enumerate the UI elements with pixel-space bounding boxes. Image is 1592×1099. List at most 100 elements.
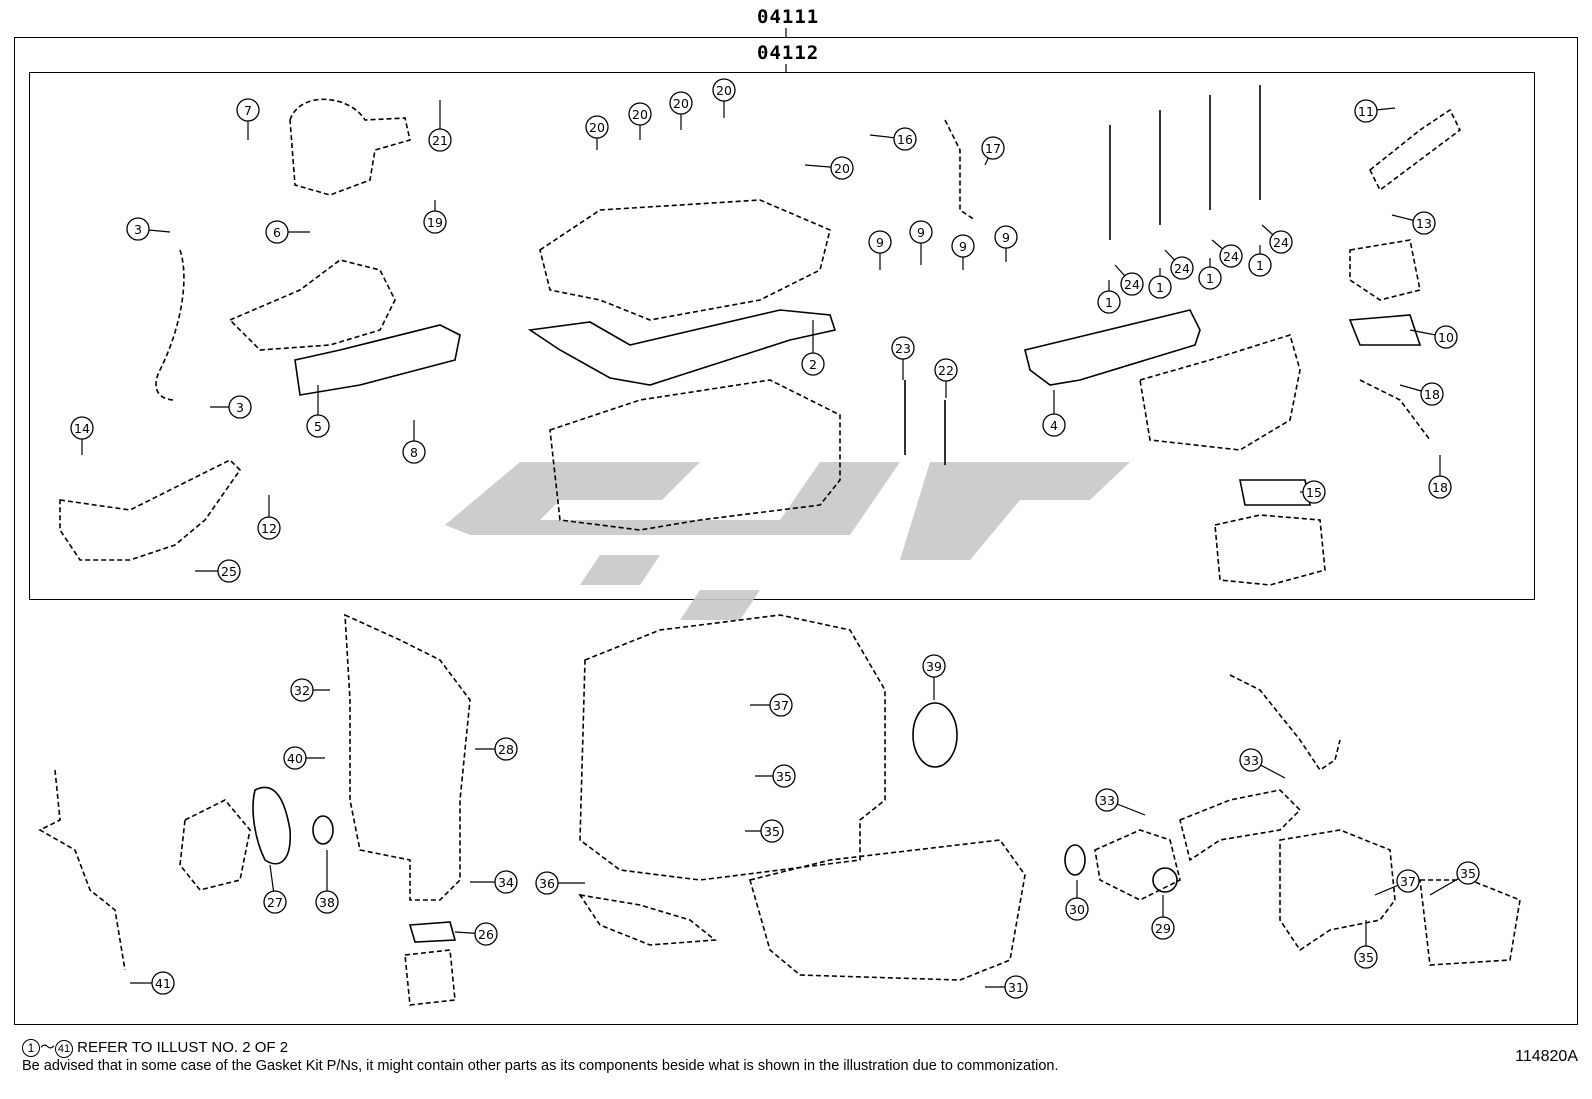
callout-circle (474, 922, 498, 946)
callout-circle (228, 395, 252, 419)
callout-33: 33 (1239, 748, 1286, 779)
callout-label: 14 (74, 421, 90, 436)
callout-circle (772, 764, 796, 788)
callout-circle (423, 210, 447, 234)
callout-label: 6 (273, 225, 281, 240)
callout-40: 40 (283, 746, 325, 770)
callout-label: 20 (589, 120, 605, 135)
callout-label: 33 (1243, 753, 1259, 768)
callout-label: 32 (294, 683, 310, 698)
callout-label: 9 (917, 225, 925, 240)
callout-circle (1097, 290, 1121, 314)
callout-label: 20 (716, 83, 732, 98)
callout-label: 18 (1432, 480, 1448, 495)
callout-label: 1 (1256, 258, 1264, 273)
callout-label: 35 (1460, 866, 1476, 881)
callout-label: 29 (1155, 921, 1171, 936)
callout-label: 17 (985, 141, 1001, 156)
commonization-note: Be advised that in some case of the Gask… (22, 1058, 1059, 1074)
callout-label: 3 (134, 222, 142, 237)
callout-33: 33 (1095, 788, 1146, 816)
callout-circle (1170, 256, 1194, 280)
callout-20: 20 (712, 78, 736, 118)
callout-circle (263, 890, 287, 914)
callout-24: 24 (1211, 239, 1243, 268)
callout-circle (1198, 266, 1222, 290)
callout-label: 31 (1008, 980, 1024, 995)
callout-circle (494, 737, 518, 761)
range-note: 1～41 REFER TO ILLUST NO. 2 OF 2 (22, 1036, 288, 1058)
callout-label: 40 (287, 751, 303, 766)
callout-circle (402, 440, 426, 464)
callout-3: 3 (126, 217, 171, 241)
callout-23: 23 (891, 336, 915, 380)
watermark-logo (445, 462, 1130, 620)
callout-label: 21 (432, 133, 448, 148)
callout-label: 20 (673, 96, 689, 111)
callout-circle (1302, 480, 1326, 504)
callout-circle (893, 127, 917, 151)
callout-22: 22 (934, 358, 958, 398)
callout-circle (535, 871, 559, 895)
callout-label: 24 (1174, 261, 1190, 276)
callout-label: 2 (809, 357, 817, 372)
callout-circle (1065, 897, 1089, 921)
callout-37: 37 (1374, 869, 1420, 896)
callout-circle (290, 678, 314, 702)
callout-circle (1420, 382, 1444, 406)
range-end-marker: 41 (55, 1040, 74, 1058)
callout-16: 16 (869, 127, 917, 151)
callout-circle (70, 416, 94, 440)
callout-label: 10 (1438, 330, 1454, 345)
callout-9: 9 (994, 225, 1018, 262)
callout-34: 34 (470, 870, 518, 894)
callout-circle (769, 693, 793, 717)
range-start-marker: 1 (22, 1039, 40, 1057)
callout-circle (830, 156, 854, 180)
callout-1: 1 (1248, 245, 1272, 277)
callout-label: 30 (1069, 902, 1085, 917)
callout-label: 20 (834, 161, 850, 176)
callout-11: 11 (1354, 99, 1396, 123)
callout-15: 15 (1300, 480, 1326, 504)
inner-kit-code: 04112 (757, 42, 820, 64)
callout-13: 13 (1391, 211, 1436, 235)
callout-circle (1354, 99, 1378, 123)
callout-label: 24 (1223, 249, 1239, 264)
callout-label: 24 (1273, 235, 1289, 250)
callout-label: 24 (1124, 277, 1140, 292)
callout-label: 34 (498, 875, 514, 890)
outer-kit-frame (14, 37, 1578, 1025)
callout-35: 35 (755, 764, 796, 788)
callout-label: 39 (926, 659, 942, 674)
callout-36: 36 (535, 871, 585, 895)
callout-38: 38 (315, 850, 339, 914)
callout-label: 38 (319, 895, 335, 910)
callout-label: 3 (236, 400, 244, 415)
callout-circle (669, 91, 693, 115)
callout-21: 21 (428, 100, 452, 152)
callout-circle (265, 220, 289, 244)
callout-label: 11 (1358, 104, 1374, 119)
callout-24: 24 (1261, 224, 1293, 254)
callout-9: 9 (909, 220, 933, 265)
callout-label: 9 (1002, 230, 1010, 245)
callout-35: 35 (1429, 861, 1480, 896)
callout-9: 9 (951, 234, 975, 270)
callout-circle (1354, 945, 1378, 969)
callout-37: 37 (750, 693, 793, 717)
callout-circle (236, 98, 260, 122)
callout-circle (1248, 253, 1272, 277)
callout-label: 35 (1358, 950, 1374, 965)
callout-12: 12 (257, 495, 281, 540)
callout-circle (283, 746, 307, 770)
callout-41: 41 (130, 971, 175, 995)
callout-circle (1042, 413, 1066, 437)
callout-circle (981, 136, 1005, 160)
inner-kit-frame (29, 72, 1535, 600)
callout-circle (1456, 861, 1480, 885)
range-note-text: REFER TO ILLUST NO. 2 OF 2 (73, 1039, 289, 1056)
callout-label: 22 (938, 363, 954, 378)
